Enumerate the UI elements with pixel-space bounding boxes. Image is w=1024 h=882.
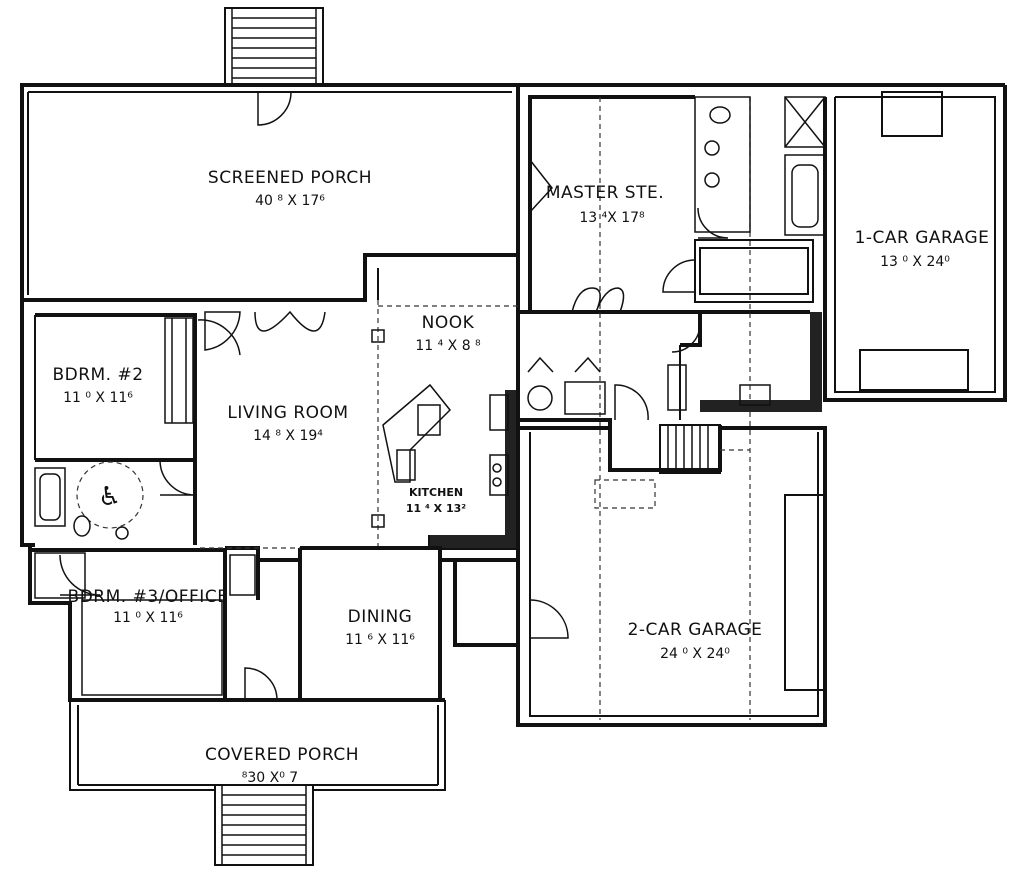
two-car-garage-walls	[453, 426, 827, 727]
screened-porch-name: SCREENED PORCH	[208, 168, 372, 188]
bedroom-2-name: BDRM. #2	[52, 365, 143, 385]
bedroom-3-walls	[28, 545, 227, 702]
kitchen-name: KITCHEN	[409, 486, 463, 499]
screened-porch-dim: 40 ⁸ X 17⁶	[255, 193, 325, 209]
one-car-garage-name: 1-CAR GARAGE	[855, 228, 990, 248]
bedroom-2-dim: 11 ⁰ X 11⁶	[63, 390, 133, 406]
covered-porch-dim: ⁸30 X⁰ 7	[242, 770, 298, 786]
kitchen-dim: 11 ⁴ X 13²	[406, 502, 466, 515]
master-suite-dim: 13 ⁴X 17⁸	[579, 210, 645, 226]
covered-porch-walls	[69, 698, 446, 791]
nook-dim: 11 ⁴ X 8 ⁸	[415, 338, 481, 354]
one-car-garage-walls	[823, 85, 1007, 402]
laundry-walls	[516, 312, 822, 472]
dining-dim: 11 ⁶ X 11⁶	[345, 632, 415, 648]
two-car-garage-dim: 24 ⁰ X 24⁰	[660, 646, 730, 662]
two-car-garage-name: 2-CAR GARAGE	[628, 620, 763, 640]
hall-walls	[225, 546, 302, 701]
rear-stairs	[224, 7, 324, 87]
front-stairs	[214, 784, 314, 866]
master-suite-walls	[516, 85, 826, 720]
svg-text:♿: ♿	[98, 482, 121, 512]
bath-fixtures: ♿	[34, 459, 196, 540]
living-room-name: LIVING ROOM	[227, 403, 348, 423]
screened-porch-walls	[20, 83, 1005, 302]
bedroom-3-dim: 11 ⁰ X 11⁶	[113, 610, 183, 626]
nook-name: NOOK	[422, 313, 475, 333]
living-room-dim: 14 ⁸ X 19⁴	[253, 428, 323, 444]
one-car-garage-dim: 13 ⁰ X 24⁰	[880, 254, 950, 270]
garage-stairs	[659, 424, 750, 474]
dining-name: DINING	[348, 607, 413, 627]
bedroom-3-name: BDRM. #3/OFFICE	[68, 587, 229, 607]
covered-porch-name: COVERED PORCH	[205, 745, 359, 765]
master-suite-name: MASTER STE.	[546, 183, 664, 203]
